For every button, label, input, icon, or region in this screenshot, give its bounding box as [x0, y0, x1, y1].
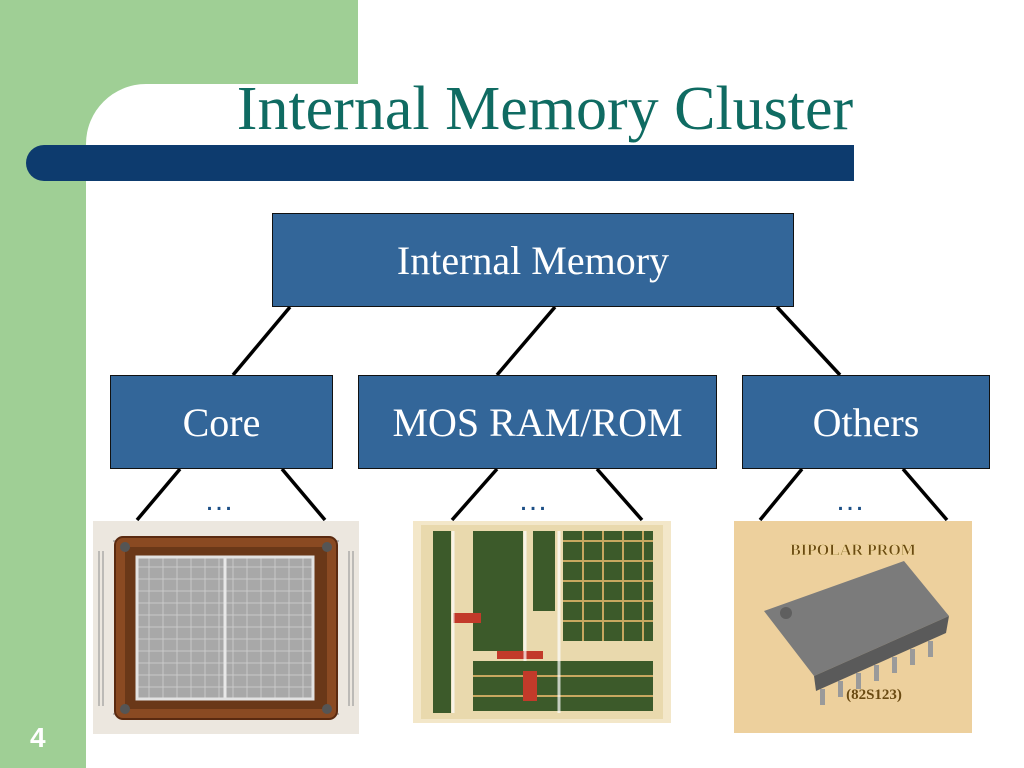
connector-mos-left	[450, 467, 499, 522]
core-memory-photo	[93, 521, 359, 734]
connector-others-right	[901, 467, 949, 522]
title-underline-bar	[26, 145, 854, 181]
mos-chip-die-photo	[413, 521, 671, 723]
node-others: Others	[742, 375, 990, 469]
connector-root-mos	[495, 305, 557, 377]
connector-mos-right	[595, 467, 644, 522]
ellipsis-mos: …	[518, 484, 550, 517]
title-corner-decor	[86, 84, 366, 204]
connector-root-others	[775, 305, 842, 377]
slide-title: Internal Memory Cluster	[236, 75, 854, 143]
slide-number: 4	[30, 722, 46, 753]
node-mos-ram-rom: MOS RAM/ROM	[358, 375, 717, 469]
connector-others-left	[758, 467, 804, 522]
ellipsis-others: …	[835, 484, 867, 517]
ellipsis-core: …	[204, 484, 236, 517]
connector-core-left	[135, 467, 182, 522]
bipolar-prom-photo: BIPOLAR PROM (82S123)	[734, 521, 972, 733]
node-internal-memory: Internal Memory	[272, 213, 794, 307]
prom-label-bottom: (82S123)	[846, 687, 902, 703]
prom-label-top: BIPOLAR PROM	[790, 542, 916, 559]
left-green-band	[0, 0, 86, 768]
connector-core-right	[280, 467, 327, 522]
connector-root-core	[231, 305, 292, 377]
node-core: Core	[110, 375, 333, 469]
